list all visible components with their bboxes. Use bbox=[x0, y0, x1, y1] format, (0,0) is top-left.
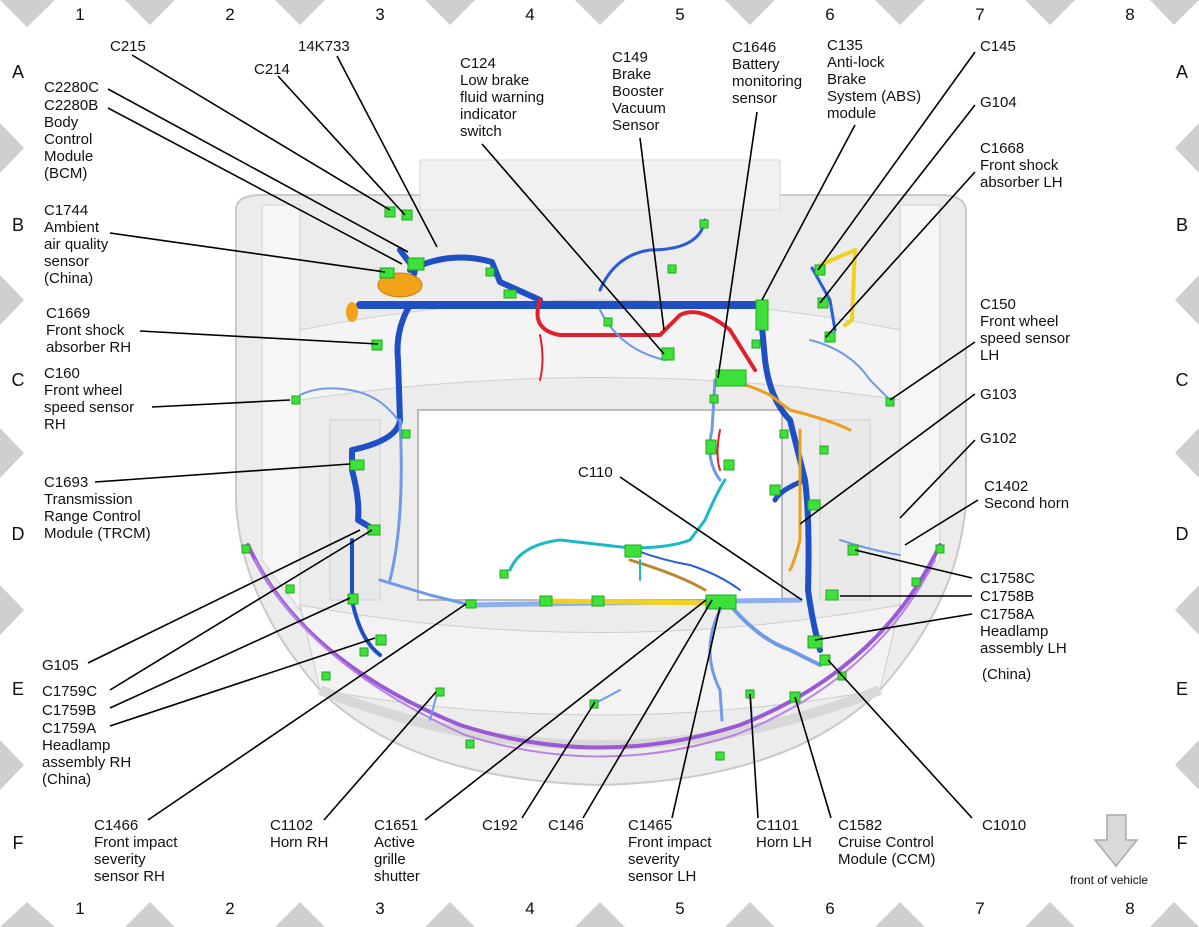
label-c1582: C1582 Cruise Control Module (CCM) bbox=[838, 817, 936, 868]
label-c145: C145 bbox=[980, 38, 1016, 55]
label-c215: C215 bbox=[110, 38, 146, 55]
label-c1101: C1101 Horn LH bbox=[756, 817, 812, 851]
label-front-of-vehicle: front of vehicle bbox=[1070, 873, 1149, 887]
label-c2280b-bcm: C2280B Body Control Module (BCM) bbox=[44, 97, 99, 182]
grid-row-c-right: C bbox=[1175, 370, 1189, 390]
grid-col-8-bottom: 8 bbox=[1125, 899, 1135, 918]
grid-row-c: C bbox=[11, 370, 25, 390]
label-c149: C149 Brake Booster Vacuum Sensor bbox=[612, 49, 666, 134]
grid-col-4-bottom: 4 bbox=[525, 899, 535, 918]
label-c1758b: C1758B bbox=[980, 588, 1035, 605]
label-c1465: C1465 Front impact severity sensor LH bbox=[628, 817, 712, 885]
grid-row-b-right: B bbox=[1175, 215, 1188, 235]
label-14k733: 14K733 bbox=[298, 38, 350, 55]
label-c1646: C1646 Battery monitoring sensor bbox=[732, 39, 803, 107]
label-c1466: C1466 Front impact severity sensor RH bbox=[94, 817, 178, 885]
label-c1102: C1102 Horn RH bbox=[270, 817, 329, 851]
label-c146: C146 bbox=[548, 817, 584, 834]
label-g103: G103 bbox=[980, 386, 1017, 403]
label-c1668: C1668 Front shock absorber LH bbox=[980, 140, 1063, 191]
grid-row-f: F bbox=[12, 833, 24, 853]
grid-row-b: B bbox=[11, 215, 24, 235]
ground-points bbox=[346, 272, 423, 322]
grid-row-e: E bbox=[11, 679, 24, 699]
label-c1758a: C1758A Headlamp assembly LH bbox=[980, 606, 1067, 657]
grid-col-5-bottom: 5 bbox=[675, 899, 685, 918]
label-china: (China) bbox=[982, 666, 1032, 683]
grid-col-8: 8 bbox=[1125, 5, 1135, 24]
label-c1669: C1669 Front shock absorber RH bbox=[46, 305, 132, 356]
grid-row-e-right: E bbox=[1175, 679, 1188, 699]
grid-row-a-right: A bbox=[1175, 62, 1188, 82]
grid-col-6-bottom: 6 bbox=[825, 899, 835, 918]
label-g105: G105 bbox=[42, 657, 79, 674]
connector-markers bbox=[241, 206, 945, 761]
grid-col-1: 1 bbox=[75, 5, 85, 24]
label-c124: C124 Low brake fluid warning indicator s… bbox=[460, 55, 545, 140]
label-c1010: C1010 bbox=[982, 817, 1027, 834]
label-c192: C192 bbox=[482, 817, 518, 834]
grid-col-7-bottom: 7 bbox=[975, 899, 985, 918]
grid-col-2-bottom: 2 bbox=[225, 899, 235, 918]
grid-row-a: A bbox=[11, 62, 24, 82]
label-c1759c: C1759C bbox=[42, 683, 98, 700]
grid-col-3-bottom: 3 bbox=[375, 899, 385, 918]
label-c110: C110 bbox=[578, 464, 613, 481]
grid-row-d-right: D bbox=[1175, 524, 1189, 544]
label-c1744: C1744 Ambient air quality sensor (China) bbox=[44, 202, 109, 287]
label-c1759b: C1759B bbox=[42, 702, 97, 719]
grid-col-5: 5 bbox=[675, 5, 685, 24]
label-c1402: C1402 Second horn bbox=[984, 478, 1070, 512]
grid-row-d: D bbox=[11, 524, 25, 544]
grid-col-4: 4 bbox=[525, 5, 535, 24]
front-arrow-icon bbox=[1093, 814, 1139, 868]
label-c1758c: C1758C bbox=[980, 570, 1036, 587]
grid-col-1-bottom: 1 bbox=[75, 899, 85, 918]
label-c1651: C1651 Active grille shutter bbox=[374, 817, 420, 885]
label-c2280c: C2280C bbox=[44, 79, 100, 96]
label-c1693: C1693 Transmission Range Control Module … bbox=[44, 474, 151, 542]
label-g104: G104 bbox=[980, 94, 1017, 111]
leader-lines bbox=[87, 51, 979, 821]
label-c214: C214 bbox=[254, 61, 290, 78]
vehicle-body bbox=[235, 159, 967, 787]
grid-col-6: 6 bbox=[825, 5, 835, 24]
label-c150: C150 Front wheel speed sensor LH bbox=[980, 296, 1071, 364]
grid-col-2: 2 bbox=[225, 5, 235, 24]
grid-col-3: 3 bbox=[375, 5, 385, 24]
grid-col-7: 7 bbox=[975, 5, 985, 24]
label-g102: G102 bbox=[980, 430, 1017, 447]
label-c1759a: C1759A Headlamp assembly RH (China) bbox=[42, 720, 132, 788]
label-c160: C160 Front wheel speed sensor RH bbox=[44, 365, 135, 433]
label-c135: C135 Anti-lock Brake System (ABS) module bbox=[827, 37, 922, 122]
grid-row-f-right: F bbox=[1176, 833, 1188, 853]
